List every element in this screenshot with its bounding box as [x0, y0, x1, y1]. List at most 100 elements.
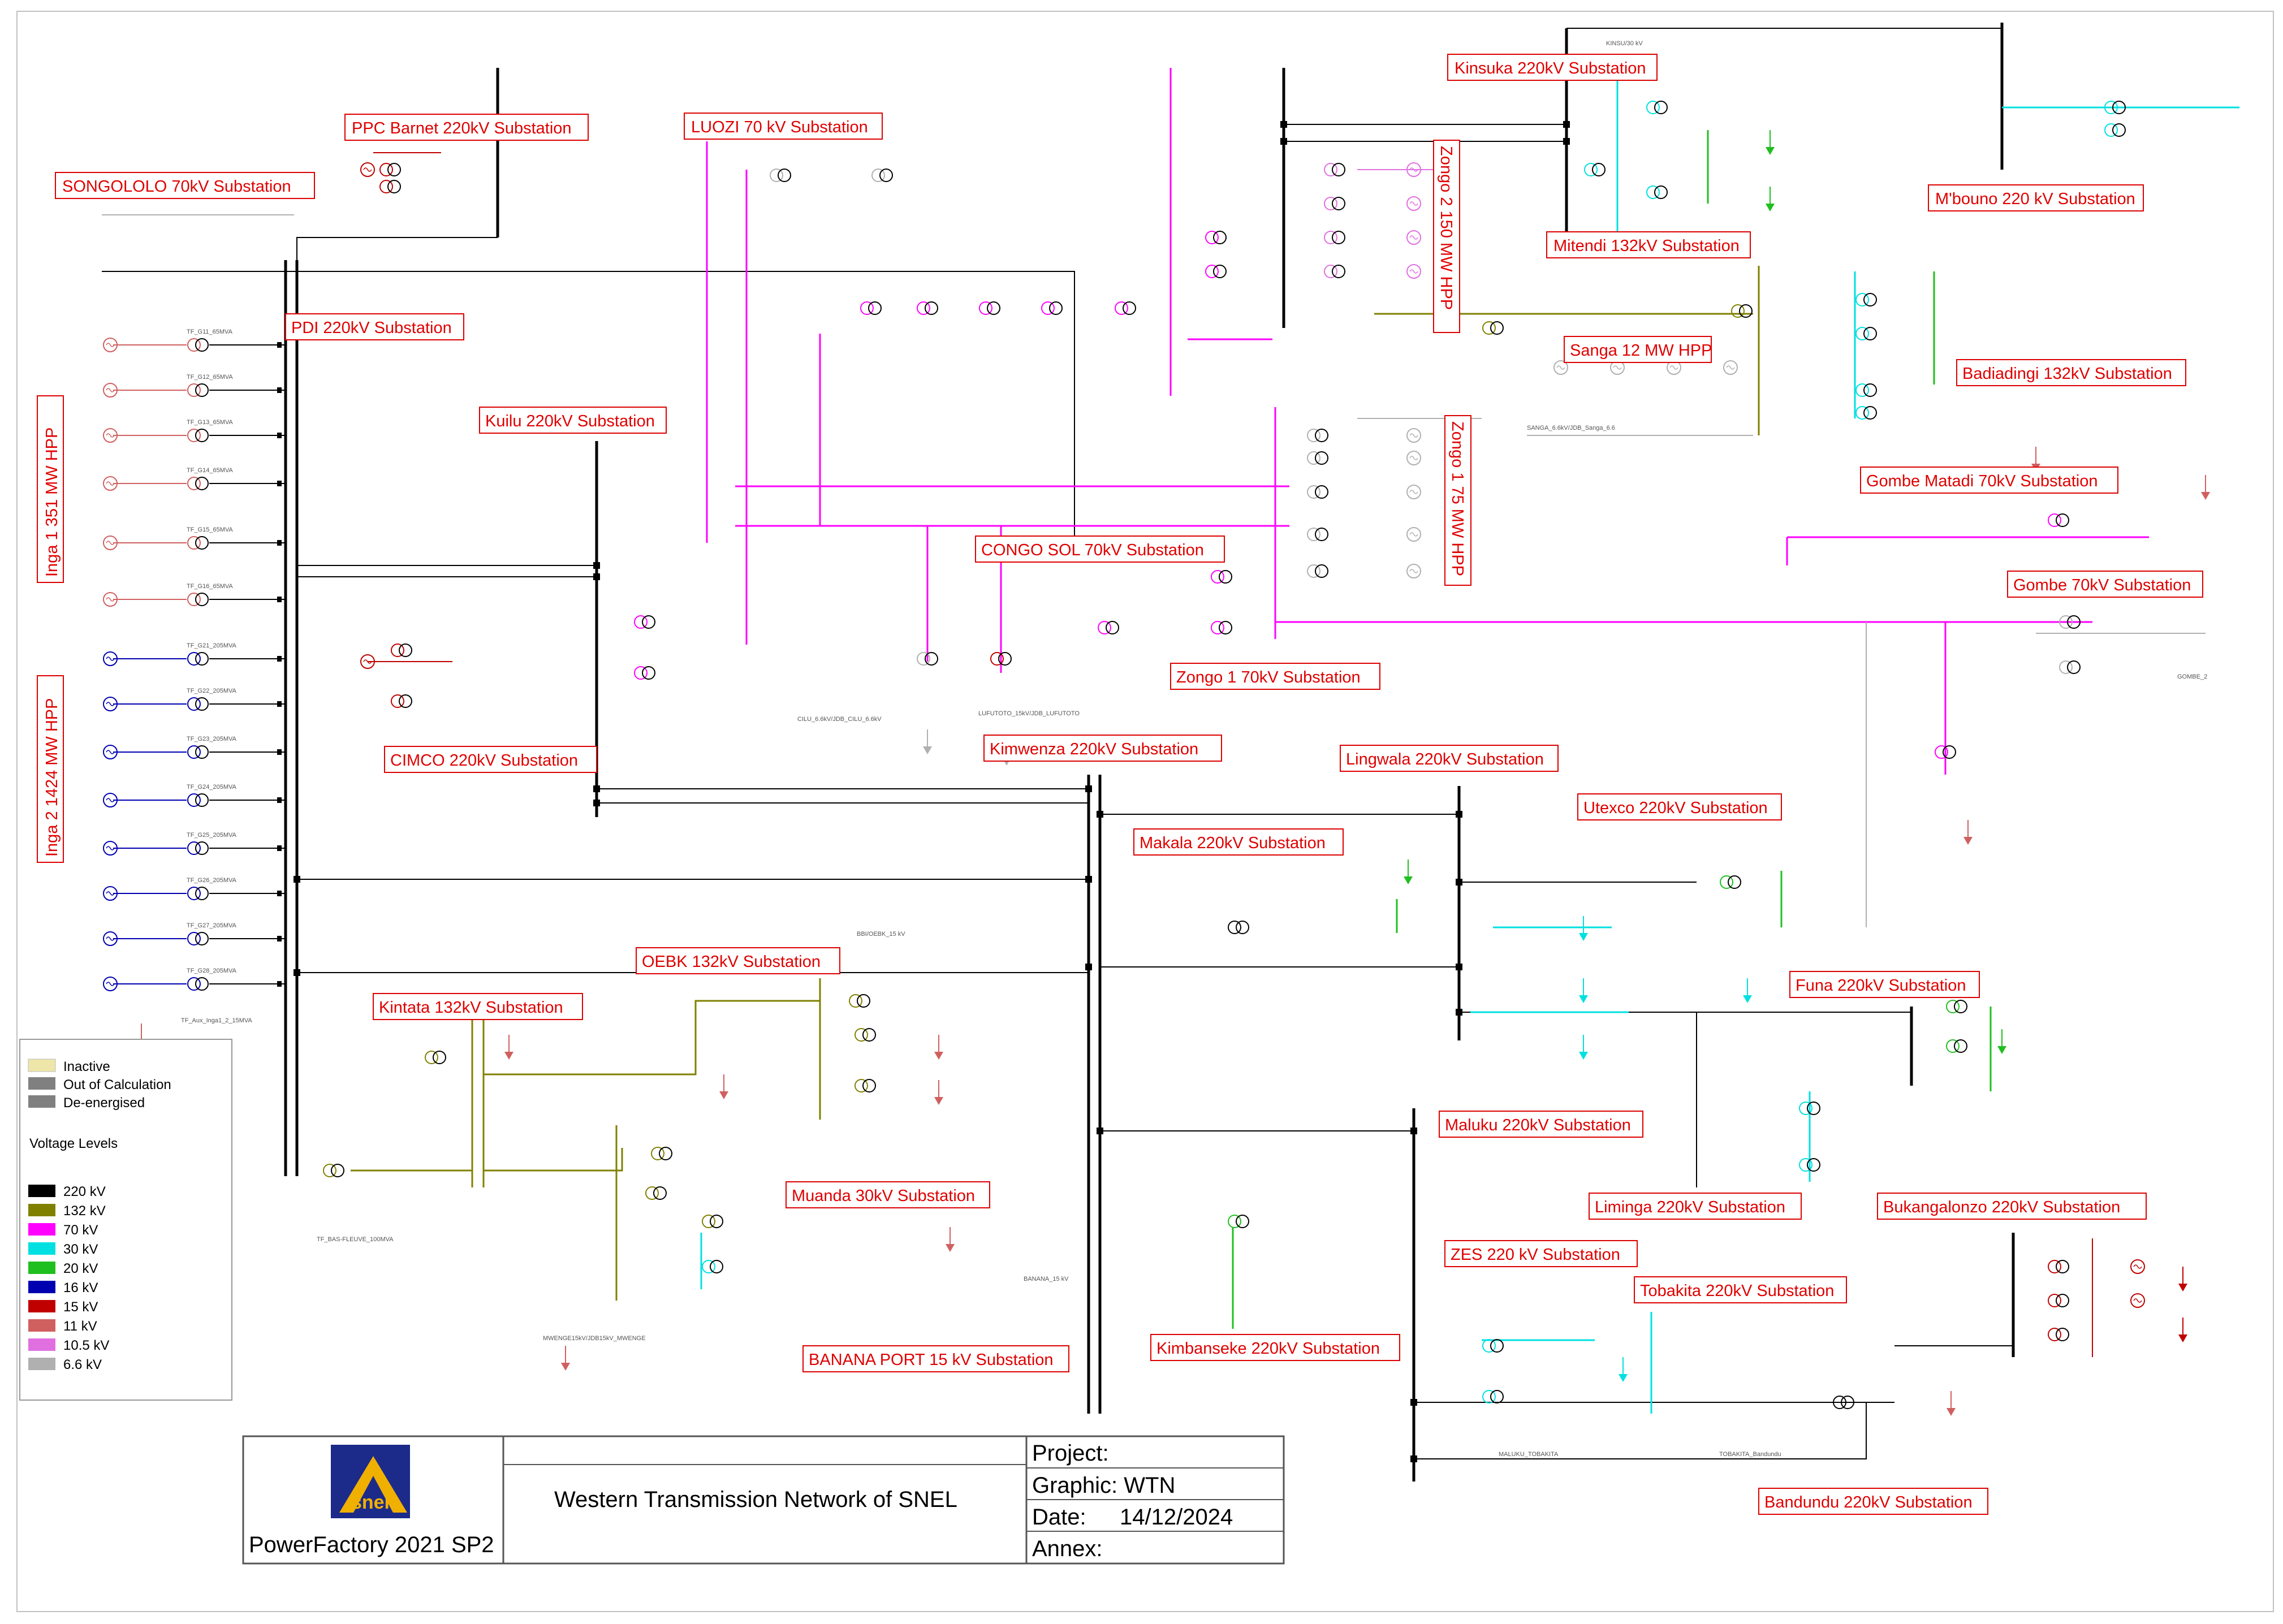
generator-icon [103, 383, 118, 398]
load-arrow-icon [1404, 859, 1413, 884]
breaker-icon [277, 797, 282, 803]
transformer-icon [1855, 293, 1877, 306]
transformer-icon [187, 338, 209, 352]
svg-text:Kinsuka 220kV Substation: Kinsuka 220kV Substation [1455, 59, 1646, 77]
generator-icon [103, 793, 118, 807]
svg-text:Badiadingi 132kV Substation: Badiadingi 132kV Substation [1962, 365, 2172, 383]
transformer-icon [1211, 621, 1232, 634]
maluku-tobakita-label: MALUKU_TOBAKITA [1499, 1451, 1559, 1458]
generator-icon [360, 162, 375, 177]
label-congo-sol: CONGO SOL 70kV Substation [975, 535, 1225, 563]
label-kinsuka: Kinsuka 220kV Substation [1447, 54, 1658, 81]
svg-text:Zongo 1 70kV Substation: Zongo 1 70kV Substation [1176, 668, 1361, 686]
label-sanga: Sanga 12 MW HPP [1564, 336, 1712, 363]
legend: Inactive Out of Calculation De-energised… [19, 1039, 232, 1401]
breaker-icon [294, 876, 300, 883]
generator-icon [360, 654, 375, 669]
svg-text:LUOZI 70 kV Substation: LUOZI 70 kV Substation [691, 118, 868, 136]
breaker-icon [1410, 1399, 1417, 1406]
breaker-icon [1456, 1009, 1462, 1016]
load-arrow-icon [504, 1035, 513, 1060]
svg-text:Kimwenza 220kV Substation: Kimwenza 220kV Substation [990, 740, 1198, 758]
generator-icon [1723, 360, 1738, 375]
svg-text:Muanda 30kV Substation: Muanda 30kV Substation [792, 1187, 975, 1205]
transformer-icon [1307, 429, 1328, 442]
transformer-icon [871, 169, 893, 182]
label-luozi: LUOZI 70 kV Substation [684, 113, 883, 140]
breaker-icon [1097, 811, 1103, 818]
load-arrow-icon [1619, 1357, 1628, 1382]
generator-icon [1406, 428, 1421, 443]
transformer-icon [1307, 564, 1328, 578]
legend-swatch [28, 1300, 55, 1312]
svg-text:OEBK 132kV Substation: OEBK 132kV Substation [642, 953, 821, 971]
generator-icon [1406, 564, 1421, 578]
generator-icon [1406, 196, 1421, 211]
transformer-icon [702, 1215, 723, 1228]
transformer-icon [1324, 231, 1345, 244]
transformer-icon [2048, 1260, 2069, 1273]
gen-tf-label: TF_G12_65MVA [187, 374, 233, 381]
snel-logo: snel [331, 1445, 410, 1518]
transformer-icon [917, 652, 938, 666]
transformer-icon [1855, 383, 1877, 397]
transformer-icon [2104, 123, 2126, 137]
legend-level-label: 30 kV [63, 1242, 98, 1257]
transformer-icon [1946, 1000, 1967, 1013]
generator-icon [103, 592, 118, 607]
gen-tf-label: TF_G25_205MVA [187, 832, 237, 839]
svg-text:PPC Barnet 220kV Substation: PPC Barnet 220kV Substation [352, 119, 572, 137]
legend-state-inactive: Inactive [63, 1059, 110, 1074]
gen-tf-label: TF_G24_205MVA [187, 784, 237, 791]
kinsu-bus-label: KINSU/30 kV [1606, 40, 1643, 47]
aux-tf-label: TF_Aux_Inga1_2_15MVA [181, 1017, 252, 1024]
transformer-icon [1205, 265, 1227, 278]
title-block: snel PowerFactory 2021 SP2 Western Trans… [242, 1435, 1285, 1565]
svg-text:BANANA PORT 15 kV Substation: BANANA PORT 15 kV Substation [809, 1351, 1054, 1369]
legend-level-label: 15 kV [63, 1299, 98, 1315]
label-inga2: Inga 2 1424 MW HPP [37, 675, 64, 863]
annex-field: Annex: [1032, 1536, 1103, 1561]
transformer-icon [187, 697, 209, 711]
transformer-icon [849, 994, 870, 1008]
label-mitendi: Mitendi 132kV Substation [1546, 231, 1751, 258]
svg-text:CONGO SOL 70kV Substation: CONGO SOL 70kV Substation [981, 541, 1204, 559]
transformer-icon [2048, 1328, 2069, 1341]
breaker-icon [277, 981, 282, 987]
transformer-icon [1855, 406, 1877, 420]
legend-level-label: 220 kV [63, 1184, 106, 1199]
transformer-icon [187, 429, 209, 442]
svg-text:Bandundu 220kV Substation: Bandundu 220kV Substation [1764, 1493, 1973, 1511]
breaker-icon [277, 701, 282, 707]
transformer-icon [1324, 265, 1345, 278]
load-arrow-icon [934, 1080, 943, 1105]
svg-text:Liminga 220kV Substation: Liminga 220kV Substation [1595, 1198, 1785, 1216]
breaker-icon [1085, 785, 1092, 792]
label-bukangalonzo: Bukangalonzo 220kV Substation [1877, 1193, 2147, 1220]
load-arrow-icon [1743, 978, 1752, 1003]
transformer-icon [1307, 485, 1328, 499]
breaker-icon [1456, 811, 1462, 818]
svg-text:Kimbanseke 220kV Substation: Kimbanseke 220kV Substation [1156, 1340, 1380, 1358]
generator-icon [103, 886, 118, 901]
transformer-icon [702, 1260, 723, 1273]
breaker-icon [1280, 138, 1287, 145]
transformer-icon [2048, 513, 2069, 527]
legend-inactive-swatch [28, 1059, 56, 1072]
breaker-icon [593, 562, 600, 569]
drawing-title: Western Transmission Network of SNEL [554, 1487, 957, 1512]
legend-swatch [28, 1242, 55, 1255]
tobakita-bandundu-label: TOBAKITA_Bandundu [1719, 1451, 1781, 1458]
transformer-icon [770, 169, 791, 182]
transformer-icon [391, 643, 412, 657]
label-gombe-matadi: Gombe Matadi 70kV Substation [1860, 467, 2118, 494]
gen-tf-label: TF_G15_65MVA [187, 526, 233, 533]
breaker-icon [1280, 121, 1287, 128]
generator-icon [1406, 485, 1421, 499]
load-arrow-icon [2178, 1318, 2187, 1342]
legend-state-deenergised: De-energised [63, 1095, 145, 1111]
sanga-bus-label: SANGA_6.6kV/JDB_Sanga_6.6 [1527, 425, 1615, 431]
breaker-icon [1085, 964, 1092, 970]
generator-icon [103, 841, 118, 856]
